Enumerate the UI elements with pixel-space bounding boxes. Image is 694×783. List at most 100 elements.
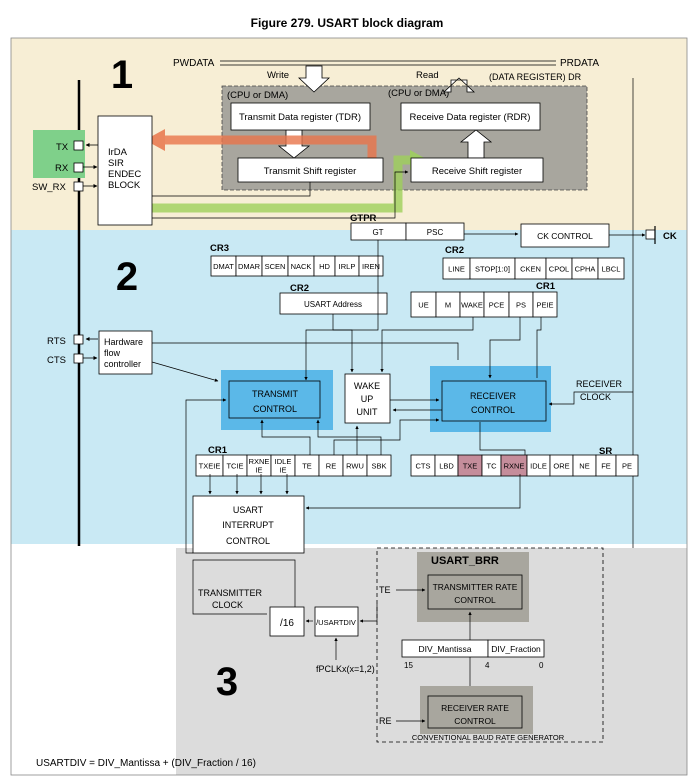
figure-border — [10, 37, 688, 776]
cr2-field-label: CPHA — [575, 264, 596, 273]
interrupt-control-box — [192, 495, 305, 554]
receiver-control-label-1: RECEIVER — [470, 391, 517, 401]
cr1-bottom-field-label: RWU — [346, 461, 364, 470]
cr2-field-label: LINE — [448, 264, 465, 273]
hw-flow-label-1: Hardware — [104, 337, 143, 347]
transmitter-clock-label-1: TRANSMITTER — [198, 588, 262, 598]
fpclk-label: fPCLKx(x=1,2) — [316, 664, 375, 674]
wakeup-label-3: UNIT — [357, 407, 378, 417]
sr-to-int-line — [305, 474, 521, 510]
re-to-rc-line — [333, 418, 440, 455]
irda-label-3: ENDEC — [108, 169, 141, 180]
cr1-top-field-label: PEIE — [536, 300, 553, 309]
ps-to-rc-line — [488, 317, 521, 379]
sr-label: SR — [599, 446, 612, 457]
sr-field-label: LBD — [439, 461, 454, 470]
cr1-bottom-field-label: IE — [279, 466, 286, 475]
wakeup-unit-box — [344, 373, 391, 424]
sr-field-label: CTS — [416, 461, 431, 470]
cr1-top-field-pce — [483, 291, 510, 318]
sr-field-label: TXE — [463, 461, 478, 470]
transmit-flow-arrowhead — [145, 129, 165, 151]
cr1-top-field-label: WAKE — [461, 300, 483, 309]
cr2-field-label: CKEN — [520, 264, 541, 273]
rx-pin-label: RX — [55, 163, 69, 174]
tdr-box — [230, 102, 371, 131]
ck-pin-label: CK — [663, 231, 677, 242]
irda-block — [97, 115, 153, 226]
rsr-label: Receive Shift register — [432, 166, 522, 177]
usart-address-field — [279, 292, 388, 315]
read-label: Read — [416, 70, 439, 81]
cr2-field-lbcl — [597, 257, 625, 280]
brr-bit0-label: 0 — [539, 661, 544, 670]
cr3-field-iren — [358, 255, 384, 277]
transmit-control-box — [228, 380, 321, 419]
tx-rate-label-1: TRANSMITTER RATE — [433, 582, 518, 592]
tsr-label: Transmit Shift register — [264, 166, 357, 177]
receiver-clock-label-2: CLOCK — [580, 392, 611, 402]
receiver-rate-control-box — [427, 695, 523, 729]
cr1-bottom-field-label: IE — [255, 466, 262, 475]
gtpr-label: GTPR — [350, 213, 377, 224]
cr1-bottom-field-label: TCIE — [226, 461, 243, 470]
cr1-bottom-label: CR1 — [208, 445, 228, 456]
div-mantissa-label: DIV_Mantissa — [419, 644, 472, 654]
cr1-bottom-field-sbk — [366, 454, 392, 477]
sbk-to-tc-line — [316, 419, 382, 455]
ck-control-label: CK CONTROL — [537, 231, 593, 241]
zone-number-2: 2 — [116, 255, 138, 299]
hw-flow-label-2: flow — [104, 348, 121, 358]
sr-field-label: NE — [579, 461, 589, 470]
receiver-control-label-2: CONTROL — [471, 405, 515, 415]
wakeup-label-2: UP — [361, 394, 374, 404]
cr1-top-field-peie — [532, 291, 558, 318]
tx-clock-line — [192, 559, 296, 615]
addr-to-wakeup-line — [332, 314, 354, 373]
cr1-top-field-label: PCE — [489, 300, 504, 309]
div16-box — [269, 606, 305, 637]
wake-to-wakeup-line — [380, 317, 474, 373]
usart-address-label: USART Address — [304, 300, 362, 309]
cr3-field-label: HD — [319, 262, 330, 271]
irda-label-4: BLOCK — [108, 180, 141, 191]
div-fraction-field — [487, 639, 545, 658]
usartdiv-formula: USARTDIV = DIV_Mantissa + (DIV_Fraction … — [36, 758, 256, 769]
cr1-top-field-label: UE — [418, 300, 428, 309]
cr1-bottom-field-label: RE — [326, 461, 336, 470]
cr2-field-label: STOP[1:0] — [475, 264, 510, 273]
sr-field-label: RXNE — [504, 461, 525, 470]
cr1-bottom-field-label: SBK — [371, 461, 386, 470]
pwdata-label: PWDATA — [173, 58, 215, 69]
data-register-label: (DATA REGISTER) DR — [489, 72, 582, 82]
gtpr-psc-field — [405, 222, 465, 241]
cr3-field-label: IRLP — [339, 262, 356, 271]
rdr-box — [400, 102, 541, 131]
zone-number-3: 3 — [216, 660, 238, 704]
cr1-bottom-field-label: RXNE — [249, 457, 270, 466]
tdr-label: Transmit Data register (TDR) — [239, 112, 361, 123]
hw-flow-to-tc-line — [151, 361, 219, 382]
rdr-label: Receive Data register (RDR) — [410, 112, 531, 123]
transmit-control-label-1: TRANSMIT — [252, 389, 299, 399]
cts-pin — [73, 353, 84, 364]
prdata-label: PRDATA — [560, 58, 599, 69]
brr-te-label: TE — [379, 585, 391, 595]
tsr-box — [237, 157, 384, 183]
generator-label: CONVENTIONAL BAUD RATE GENERATOR — [412, 733, 565, 742]
cr1-top-field-label: M — [445, 300, 451, 309]
cts-pin-label: CTS — [47, 355, 66, 366]
transmitter-clock-label-2: CLOCK — [212, 600, 243, 610]
cr3-field-label: DMAR — [238, 262, 261, 271]
rsr-box — [410, 157, 544, 183]
cr1-top-field-ps — [508, 291, 534, 318]
cr1-top-field-label: PS — [516, 300, 526, 309]
te-to-tc-line — [260, 419, 311, 455]
div-fraction-label: DIV_Fraction — [491, 644, 541, 654]
cpu-dma-right-label: (CPU or DMA) — [388, 88, 449, 99]
receiver-control-box — [441, 380, 547, 422]
receiver-clock-line — [548, 391, 633, 406]
interrupt-label-2: INTERRUPT — [222, 520, 274, 530]
